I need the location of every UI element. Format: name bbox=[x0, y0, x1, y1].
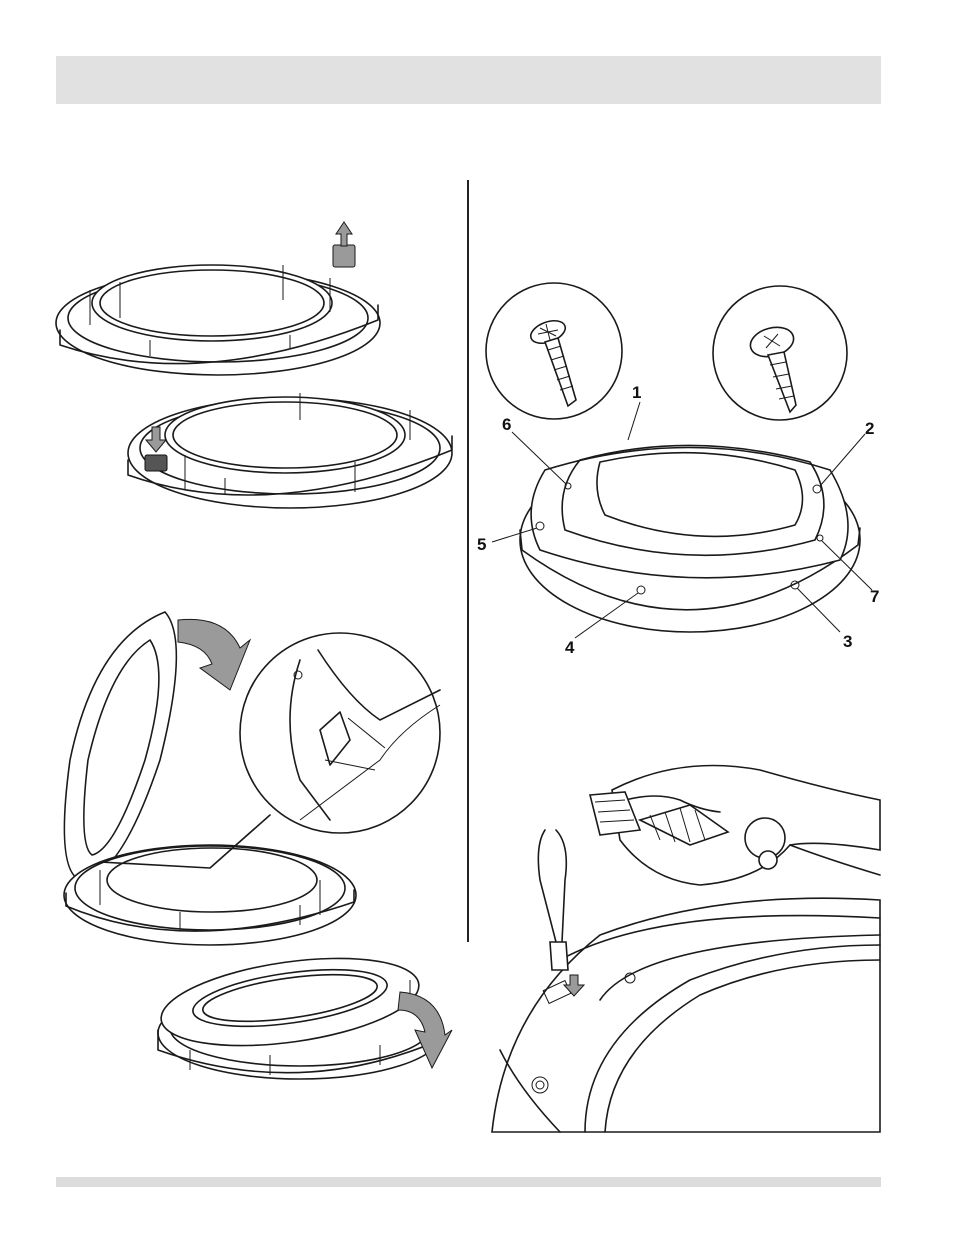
hinge-detail-circle bbox=[240, 633, 440, 833]
callout-3: 3 bbox=[843, 632, 852, 651]
clip-part bbox=[145, 455, 167, 471]
callout-5: 5 bbox=[477, 535, 486, 554]
phillips-screw-detail bbox=[713, 286, 847, 420]
arrow-up-icon bbox=[336, 222, 352, 246]
torx-screw-detail bbox=[486, 283, 622, 419]
ring-clip-insert-figure bbox=[128, 393, 452, 508]
callout-6: 6 bbox=[502, 415, 511, 434]
ring-clip-removal-figure-top bbox=[56, 222, 380, 375]
callout-4: 4 bbox=[565, 638, 575, 657]
curved-arrow-icon bbox=[178, 619, 250, 690]
clip-part bbox=[333, 245, 355, 267]
callout-7: 7 bbox=[870, 587, 879, 606]
callout-2: 2 bbox=[865, 419, 874, 438]
callout-1: 1 bbox=[632, 383, 641, 402]
pliers-removal-figure bbox=[492, 766, 880, 1133]
door-ring-closing-figure bbox=[156, 944, 452, 1079]
door-panel-screw-locations: 1 2 3 4 5 6 7 bbox=[477, 383, 879, 657]
door-ring-hinge-figure bbox=[64, 612, 440, 945]
